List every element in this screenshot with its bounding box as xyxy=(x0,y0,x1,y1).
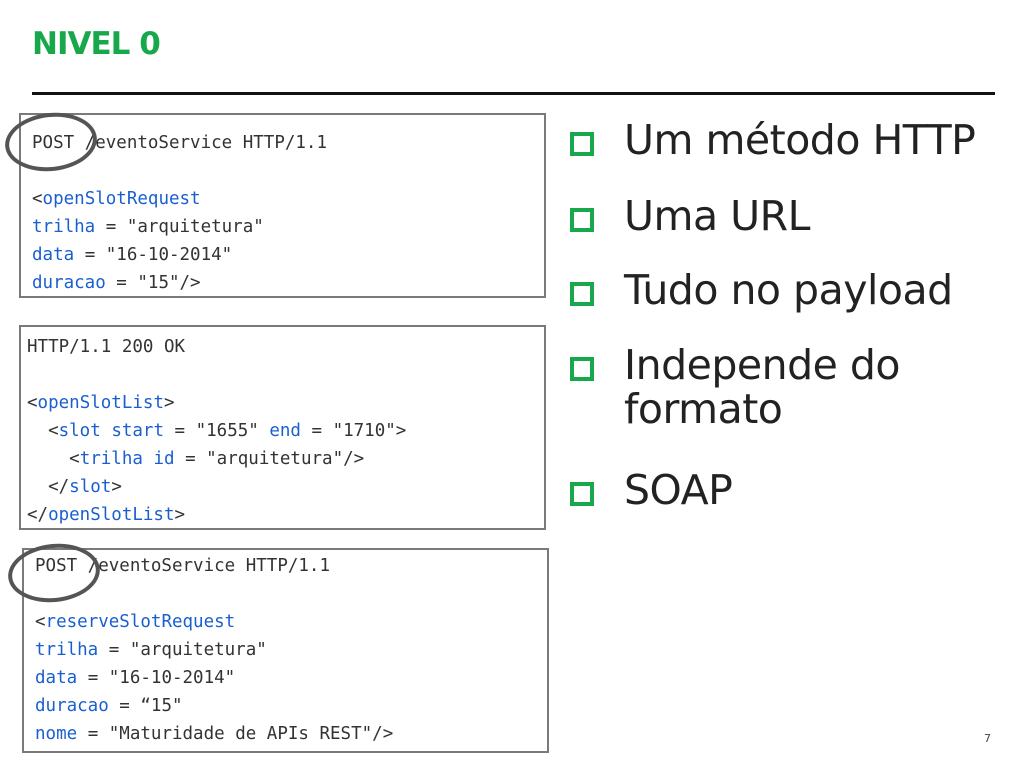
bullet-text: Tudo no payload xyxy=(624,266,953,314)
square-bullet-icon xyxy=(570,282,594,306)
slide-title: NIVEL 0 xyxy=(32,26,161,62)
tag-bracket: > xyxy=(174,505,186,525)
tag-bracket: < xyxy=(27,393,38,413)
page-number: 7 xyxy=(984,732,991,745)
square-bullet-icon xyxy=(570,132,594,156)
bullet-text: Independe do formato xyxy=(624,341,900,433)
code-line-attr-data: data = "16-10-2014" xyxy=(35,666,235,690)
tag-name: openSlotRequest xyxy=(42,189,201,209)
tag-name: slot xyxy=(58,421,101,441)
tag-bracket: </ xyxy=(27,477,70,497)
tag-name: slot xyxy=(69,477,112,497)
attr-equals: = xyxy=(95,217,127,237)
code-box-reserve-slot-request: POST /eventoService HTTP/1.1 <reserveSlo… xyxy=(22,548,549,753)
code-line-attr-data: data = "16-10-2014" xyxy=(32,243,232,267)
attr-value: = "arquitetura" xyxy=(98,640,267,660)
code-line-attr-trilha: trilha = "arquitetura" xyxy=(35,638,267,662)
tag-name: trilha xyxy=(79,449,143,469)
attr-value: = “15" xyxy=(108,696,183,716)
attr-name: start xyxy=(111,421,164,441)
code-line-status: HTTP/1.1 200 OK xyxy=(27,337,186,357)
attr-name: data xyxy=(35,668,78,688)
attr-value: = "1710"> xyxy=(300,421,407,441)
bullet-text: SOAP xyxy=(624,466,733,514)
tag-name: openSlotList xyxy=(48,505,175,525)
attr-value: "arquitetura" xyxy=(126,217,264,237)
attr-name: duracao xyxy=(32,273,106,293)
square-bullet-icon xyxy=(570,357,594,381)
code-line-close-slot: </slot> xyxy=(27,475,122,499)
attr-name: end xyxy=(269,421,301,441)
attr-value: = "16-10-2014" xyxy=(77,668,236,688)
code-line-attr-trilha: trilha = "arquitetura" xyxy=(32,215,264,239)
attr-value: = "Maturidade de APIs REST"/> xyxy=(77,724,394,744)
tag-bracket: > xyxy=(111,477,122,497)
code-line-attr-duracao: duracao = “15" xyxy=(35,694,183,718)
code-line-request-line: POST /eventoService HTTP/1.1 xyxy=(35,556,331,576)
tag-bracket: < xyxy=(27,449,80,469)
code-line-open-tag: <reserveSlotRequest xyxy=(35,610,235,634)
bullet-text: Um método HTTP xyxy=(624,116,976,164)
attr-equals: = xyxy=(74,245,106,265)
tag-name: reserveSlotRequest xyxy=(45,612,236,632)
code-line-attr-nome: nome = "Maturidade de APIs REST"/> xyxy=(35,722,393,746)
code-line-request-line: POST /eventoService HTTP/1.1 xyxy=(32,133,328,153)
tag-bracket: </ xyxy=(27,505,49,525)
attr-value: "16-10-2014" xyxy=(105,245,233,265)
code-box-open-slot-list: HTTP/1.1 200 OK <openSlotList> <slot sta… xyxy=(19,325,546,530)
bullet-text: Uma URL xyxy=(624,192,810,240)
code-line-attr-duracao: duracao = "15"/> xyxy=(32,271,201,295)
attr-value: "15"/> xyxy=(137,273,201,293)
attr-name: trilha xyxy=(35,640,99,660)
attr-name: trilha xyxy=(32,217,96,237)
attr-name: nome xyxy=(35,724,78,744)
tag-bracket: < xyxy=(27,421,59,441)
code-line-open-tag: <openSlotRequest xyxy=(32,187,201,211)
code-line-open-slot-list: <openSlotList> xyxy=(27,391,175,415)
tag-bracket: > xyxy=(163,393,175,413)
attr-name: data xyxy=(32,245,75,265)
attr-value: = "arquitetura"/> xyxy=(174,449,365,469)
code-line-close-slot-list: </openSlotList> xyxy=(27,503,185,527)
tag-name: openSlotList xyxy=(37,393,164,413)
tag-bracket: < xyxy=(32,189,43,209)
title-divider xyxy=(32,92,995,95)
code-line-trilha: <trilha id = "arquitetura"/> xyxy=(27,447,364,471)
attr-equals: = xyxy=(105,273,138,293)
attr-value: = "1655" xyxy=(164,421,270,441)
square-bullet-icon xyxy=(570,482,594,506)
code-box-open-slot-request: POST /eventoService HTTP/1.1 <openSlotRe… xyxy=(19,113,546,298)
square-bullet-icon xyxy=(570,208,594,232)
code-line-slot: <slot start = "1655" end = "1710"> xyxy=(27,419,406,443)
attr-name: id xyxy=(153,449,175,469)
attr-name: duracao xyxy=(35,696,109,716)
tag-bracket: < xyxy=(35,612,46,632)
